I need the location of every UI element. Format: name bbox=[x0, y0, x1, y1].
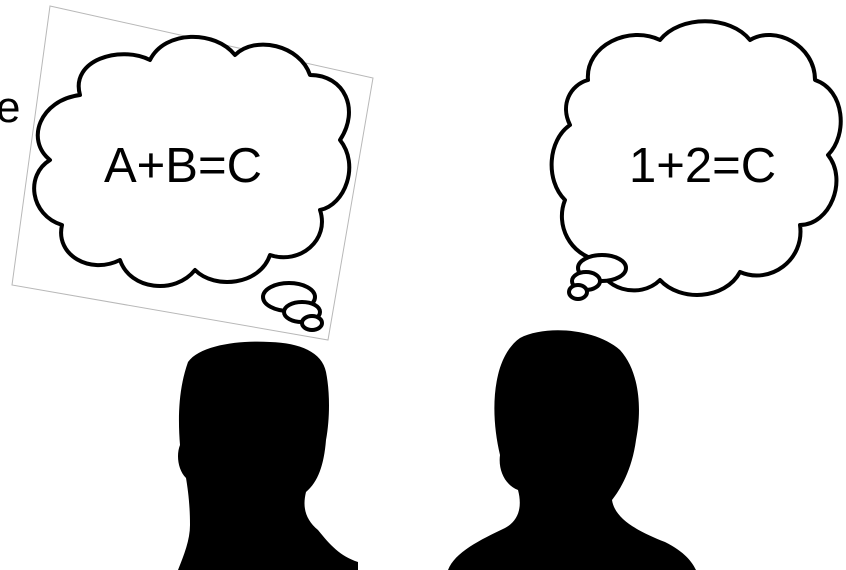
right-thought-bubble-icon bbox=[549, 19, 843, 301]
left-person-silhouette-icon bbox=[178, 341, 358, 570]
left-thought-bubble-icon bbox=[32, 34, 352, 332]
left-thought-text: A+B=C bbox=[104, 139, 262, 193]
right-thought-text: 1+2=C bbox=[629, 139, 777, 193]
cut-off-letter: e bbox=[0, 83, 21, 132]
right-person-silhouette-icon bbox=[448, 330, 696, 570]
